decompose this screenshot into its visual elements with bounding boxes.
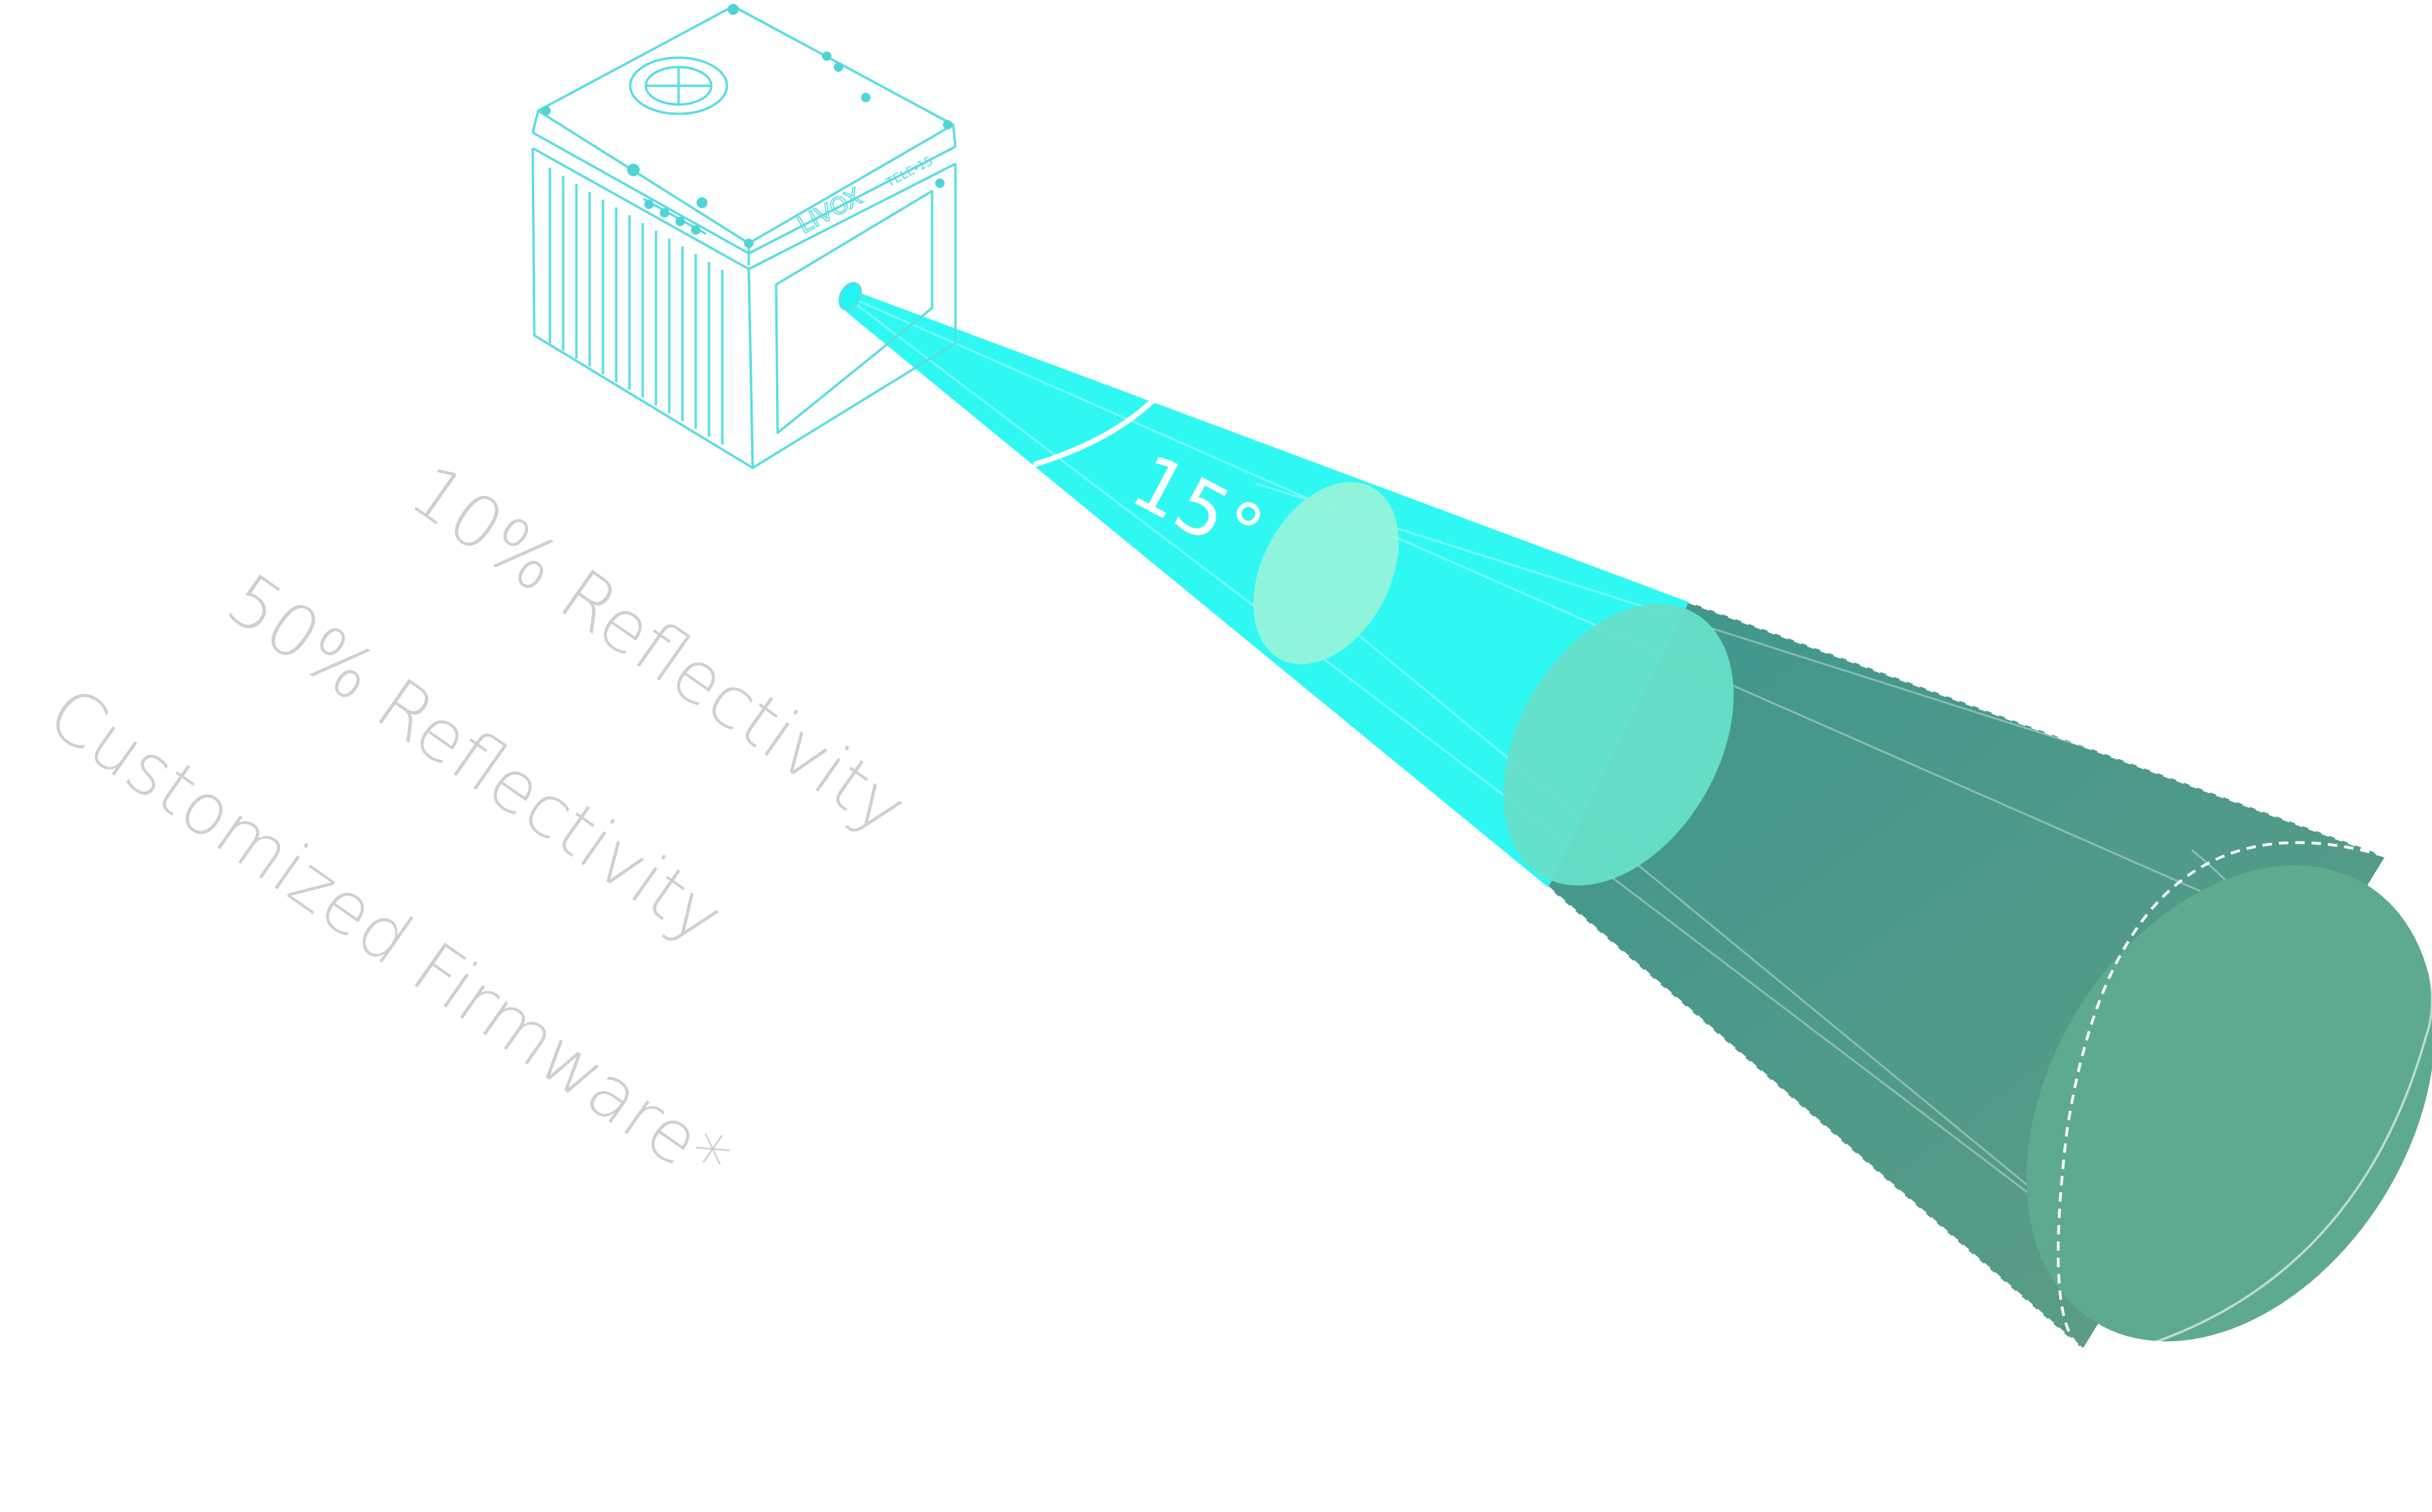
- lidar-device: LIVOX TELE-15: [531, 4, 957, 469]
- range-disc-far-solid-edge: [2121, 855, 2432, 1354]
- device-model-text: TELE-15: [883, 153, 935, 190]
- beam-far-outline: [1547, 600, 2386, 1351]
- device-fan-icon: [629, 56, 729, 115]
- angle-arc: [1033, 396, 1158, 467]
- device-brand-text: LIVOX: [793, 183, 867, 239]
- device-cooling-fins: [548, 168, 724, 444]
- range-label-custom-firmware: Customized Firmware*: [33, 671, 744, 1203]
- range-disc-far: [2026, 865, 2432, 1342]
- range-disc-far-dashed-edge: [2057, 841, 2386, 1351]
- device-lens: [838, 282, 863, 311]
- range-disc-50-percent: [1503, 604, 1734, 886]
- range-disc-10-percent: [1253, 482, 1399, 664]
